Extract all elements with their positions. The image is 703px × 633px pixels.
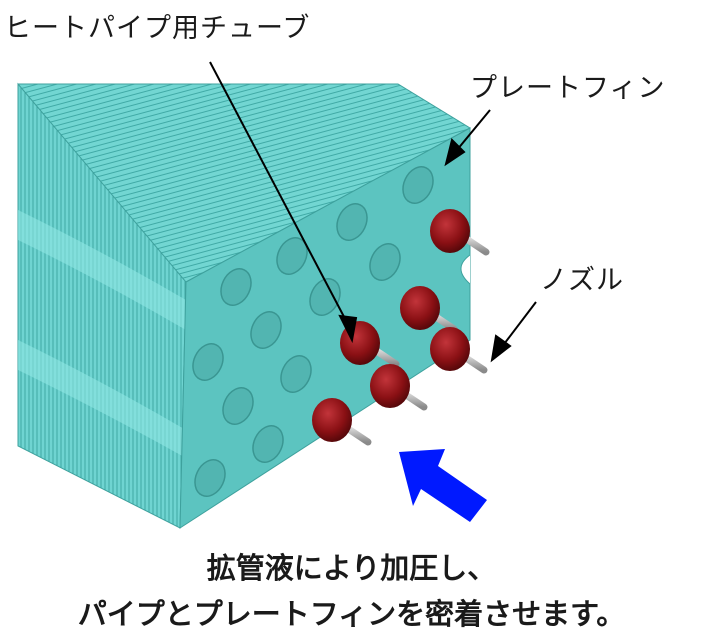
caption-line-2: パイプとプレートフィンを密着させます。 [77, 597, 626, 631]
nozzle [400, 286, 458, 333]
nozzle [312, 398, 372, 446]
pointer-arrow-icon [338, 314, 358, 344]
fin-hole [276, 237, 308, 275]
fin-hole [220, 268, 252, 306]
pointer-arrow-icon [444, 138, 466, 167]
nozzle [430, 327, 488, 374]
nozzles [312, 209, 490, 446]
pointer-arrow-icon [490, 334, 512, 363]
fin-hole [250, 311, 282, 349]
caption-line-1: 拡管液により加圧し、 [206, 551, 497, 585]
nozzle-label: ノズル [540, 265, 624, 296]
plate-fin-label: プレートフィン [470, 73, 666, 104]
plate-fin-face [179, 127, 471, 529]
fin-hole [192, 343, 224, 381]
tube-bulge [18, 210, 186, 330]
fin-hole [252, 425, 284, 463]
fin-notch [460, 254, 471, 285]
fin-hole [369, 243, 401, 281]
fin-hole [280, 355, 312, 393]
pointer-arrow-icon [209, 61, 353, 333]
pressure-arrow-icon [399, 449, 487, 522]
fin-hole [336, 203, 368, 241]
fin-hole [222, 387, 254, 425]
nozzle [370, 364, 428, 411]
pointer-arrows [209, 61, 537, 363]
heat-pipe-tube-label: ヒートパイプ用チューブ [4, 13, 311, 44]
nozzle [430, 209, 490, 256]
fin-holes [192, 166, 434, 497]
fin-hole [402, 166, 434, 204]
tube-bulge [18, 340, 186, 458]
fin-hole [194, 459, 226, 497]
